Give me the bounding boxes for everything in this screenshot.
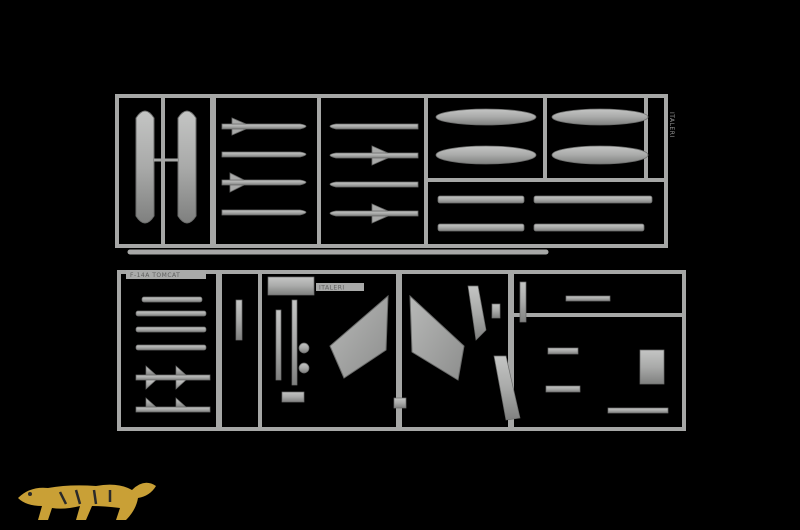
missile-parts-upper-middle [329, 123, 419, 224]
pylon-parts [437, 195, 653, 232]
missile-parts-upper-left [221, 117, 307, 216]
upper-sprue-frame [115, 94, 668, 248]
fuel-tank-parts [135, 110, 197, 224]
tiger-logo-icon [18, 482, 156, 520]
lower-label-1: F-14A TOMCAT [130, 272, 180, 279]
small-parts-left [235, 276, 407, 409]
missile-parts-lower-left [135, 296, 211, 413]
tail-fin-parts [329, 294, 465, 381]
top-side-label: ITALERI [668, 112, 675, 138]
drop-tank-parts [435, 108, 649, 165]
lower-label-2: ITALERI [319, 285, 345, 292]
small-parts-right [467, 281, 669, 421]
